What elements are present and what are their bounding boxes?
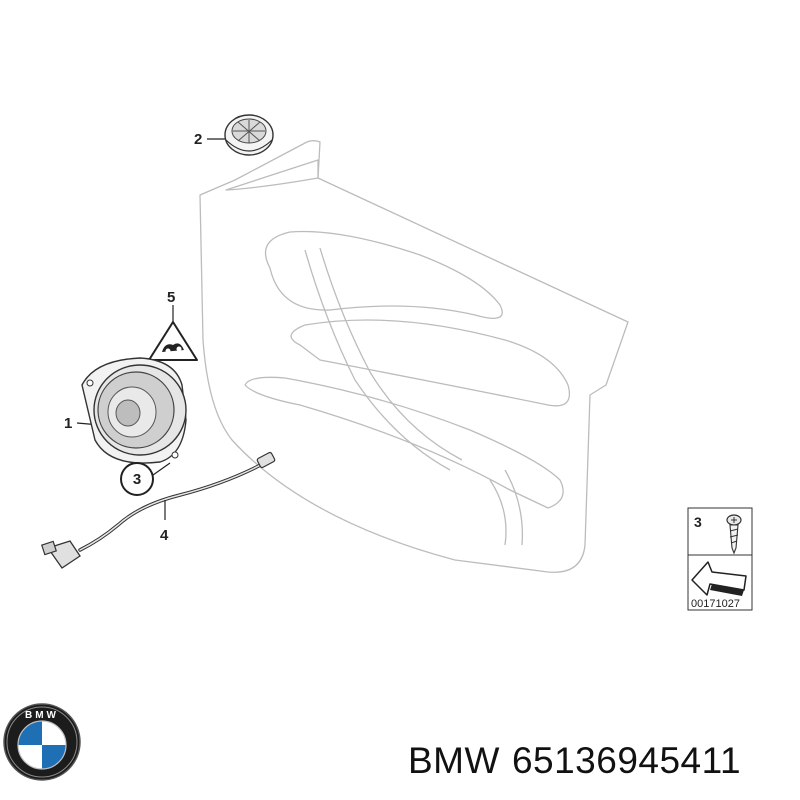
callout-label-1: 1 <box>64 415 72 432</box>
arrow-icon <box>691 561 747 596</box>
part-3-screw-callout: 3 <box>120 462 171 496</box>
callout-label-4: 4 <box>160 527 169 544</box>
bmw-logo: BMW <box>3 703 81 781</box>
part-2-grommet: 2 <box>194 114 274 156</box>
callout-label-5: 5 <box>167 289 175 306</box>
part-caption: BMW 65136945411 <box>408 740 753 782</box>
callout-label-2: 2 <box>194 131 202 148</box>
part-4-wiring-harness: 4 <box>40 451 276 569</box>
legend-item-number: 3 <box>694 514 702 530</box>
legend-box: 3 00171027 <box>687 507 753 611</box>
callout-label-3: 3 <box>133 471 141 488</box>
brand-name: BMW <box>408 740 500 781</box>
legend-document-id: 00171027 <box>691 598 740 610</box>
part-1-speaker: 1 <box>64 357 187 464</box>
door-trim-panel <box>199 140 629 573</box>
part-number: 65136945411 <box>511 740 742 781</box>
screw-icon <box>726 514 742 555</box>
part-5-warning-label: 5 <box>148 289 198 361</box>
bmw-logo-letters: BMW <box>25 710 59 721</box>
